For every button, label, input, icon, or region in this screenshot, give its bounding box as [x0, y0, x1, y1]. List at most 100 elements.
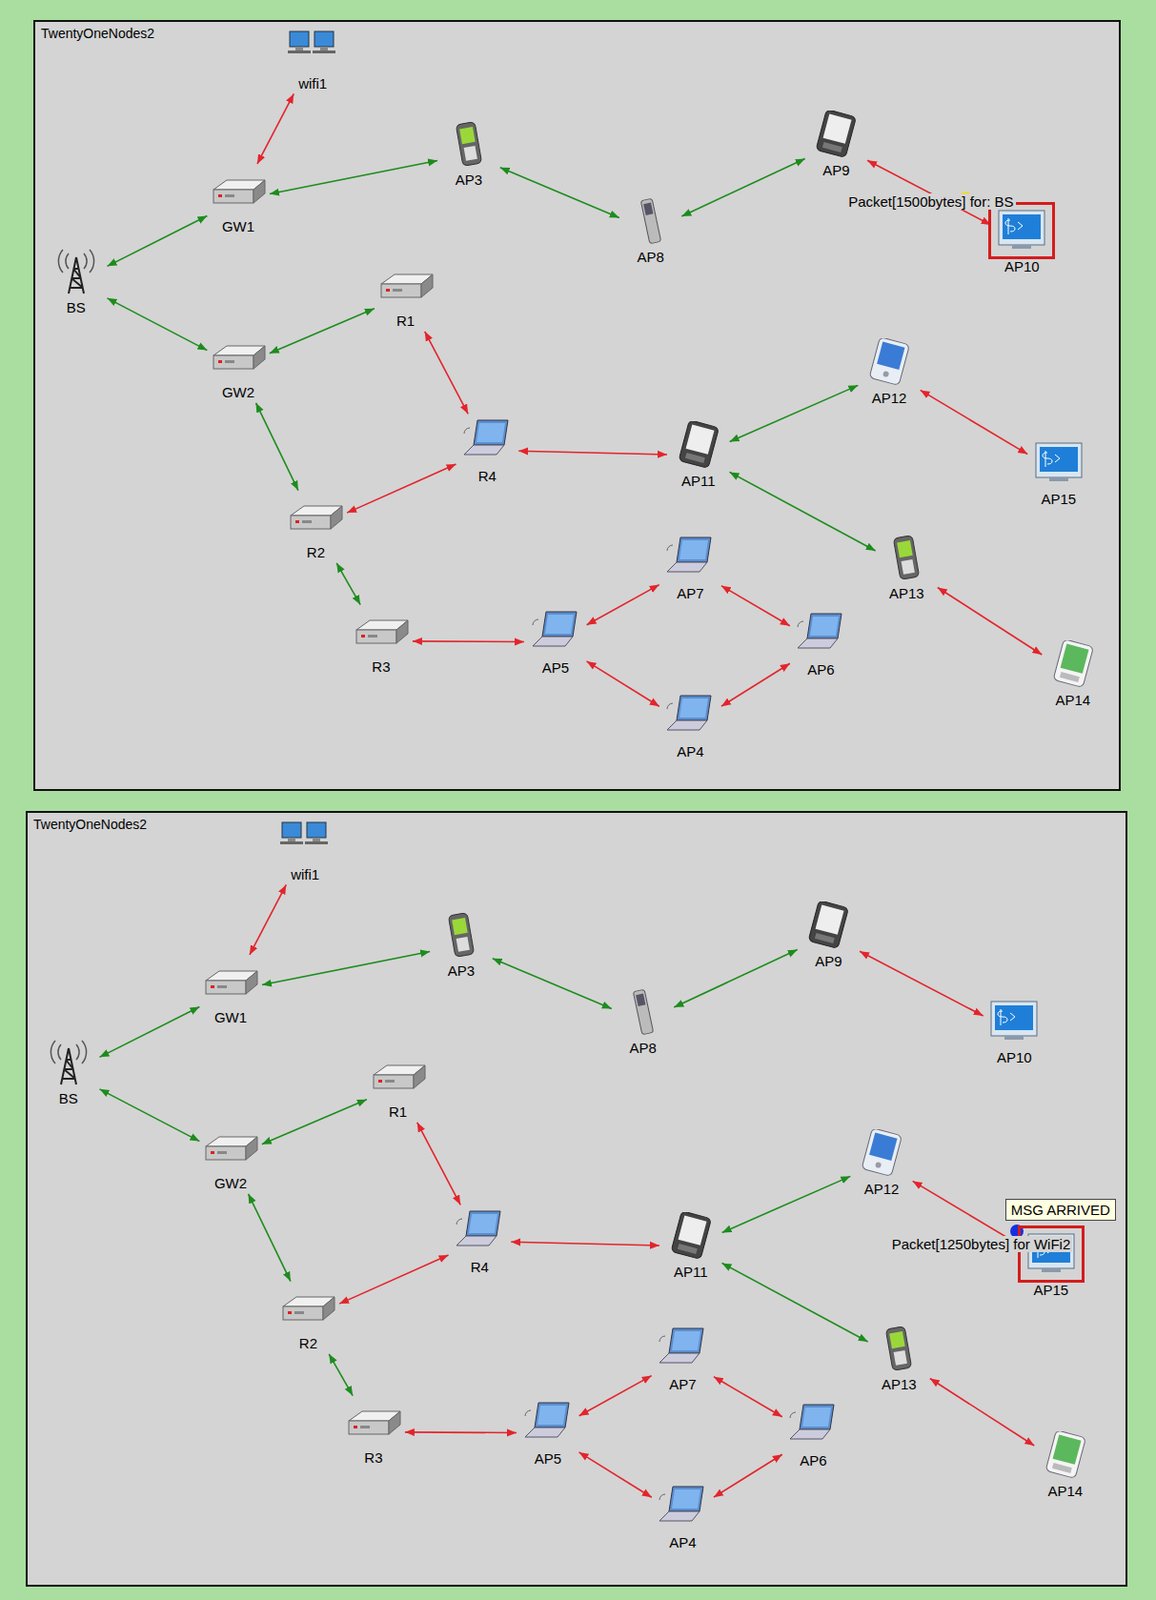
- network-node: R2: [286, 492, 345, 561]
- icon-shape: [1053, 640, 1094, 688]
- router-icon: [209, 332, 267, 381]
- term-icon: [985, 997, 1043, 1046]
- pda2-icon: [852, 1129, 911, 1177]
- term-icon: [1030, 439, 1088, 487]
- network-node: AP14: [1044, 640, 1102, 709]
- laptop-icon: [527, 608, 585, 656]
- node-label: R4: [478, 467, 497, 485]
- node-label: AP8: [628, 1039, 656, 1056]
- icon-shape: [901, 559, 915, 575]
- simulation-panel: TwentyOneNodes2wifi1GW1AP3AP8AP9AP10BSGW…: [25, 811, 1128, 1587]
- icon-shape: [676, 537, 711, 563]
- icon-shape: [464, 427, 470, 434]
- icon-shape: [323, 1297, 335, 1320]
- icon-shape: [816, 110, 857, 158]
- laptop-icon: [653, 1324, 711, 1373]
- node-label: wifi1: [290, 866, 320, 883]
- icon-shape: [217, 985, 227, 989]
- icon-shape: [312, 50, 336, 54]
- connector-layer: [27, 812, 1126, 1585]
- icon-shape: [280, 841, 304, 845]
- icon-shape: [205, 1146, 246, 1160]
- pda3-icon: [1036, 1431, 1095, 1480]
- laptop-icon: [791, 609, 850, 658]
- icon-shape: [671, 1331, 701, 1351]
- pda2-icon: [852, 1129, 911, 1177]
- node-label: AP7: [676, 585, 704, 602]
- network-node: AP10: [985, 997, 1043, 1066]
- pcs-icon: [276, 814, 334, 863]
- link-arrow: [730, 385, 859, 442]
- pda2-icon: [860, 338, 918, 386]
- icon-shape: [287, 837, 296, 842]
- network-node: AP9: [799, 901, 857, 970]
- node-label: AP7: [669, 1376, 696, 1393]
- icon-shape: [447, 912, 474, 958]
- laptop-icon: [458, 416, 516, 465]
- icon-shape: [882, 369, 890, 377]
- icon-shape: [667, 703, 673, 710]
- icon-shape: [1049, 477, 1069, 482]
- node-label: AP4: [676, 743, 704, 760]
- icon-shape: [314, 31, 334, 47]
- link-arrow: [257, 93, 294, 164]
- icon-shape: [330, 506, 343, 529]
- node-label: R2: [306, 544, 325, 561]
- icon-shape: [667, 545, 673, 551]
- link-arrow: [920, 389, 1029, 454]
- icon-shape: [294, 1311, 305, 1315]
- icon-shape: [991, 1001, 1037, 1036]
- packet-label: Packet[1500bytes] for: BS: [846, 193, 1015, 210]
- link-arrow: [722, 1262, 869, 1342]
- network-node: AP5: [519, 1399, 577, 1467]
- network-node: R1: [377, 261, 435, 329]
- network-node: AP6: [791, 609, 850, 678]
- icon-shape: [385, 288, 390, 292]
- network-node: R3: [352, 607, 410, 675]
- icon-shape: [459, 127, 476, 145]
- router-icon: [209, 332, 267, 381]
- link-arrow: [500, 167, 620, 219]
- network-node: GW1: [202, 957, 260, 1026]
- icon-shape: [874, 1160, 882, 1168]
- icon-shape: [455, 121, 482, 167]
- network-node: R4: [458, 416, 516, 485]
- icon-shape: [58, 249, 94, 273]
- icon-shape: [790, 1412, 796, 1419]
- icon-shape: [320, 46, 328, 51]
- icon-shape: [869, 338, 910, 386]
- icon-shape: [224, 360, 235, 364]
- icon-shape: [632, 989, 653, 1035]
- laptop-icon: [653, 1482, 711, 1531]
- phone-icon: [432, 911, 490, 959]
- node-label: AP9: [822, 162, 850, 179]
- network-node: AP11: [662, 1212, 720, 1280]
- icon-shape: [802, 1407, 832, 1427]
- link-arrow: [721, 586, 791, 627]
- network-node: R1: [369, 1052, 427, 1120]
- tower-icon: [47, 247, 105, 296]
- term-icon: [985, 997, 1043, 1046]
- laptop-icon: [661, 691, 719, 740]
- icon-shape: [373, 1074, 414, 1089]
- icon-shape: [1004, 1035, 1024, 1040]
- phone-icon: [440, 120, 498, 168]
- icon-shape: [60, 1048, 77, 1085]
- icon-shape: [671, 1489, 701, 1509]
- link-arrow: [510, 1241, 660, 1246]
- network-node: AP6: [784, 1400, 842, 1469]
- icon-shape: [396, 620, 408, 644]
- pcs-icon: [283, 23, 342, 72]
- node-label: AP6: [807, 661, 834, 678]
- icon-shape: [822, 141, 843, 153]
- link-arrow: [579, 1376, 652, 1417]
- icon-shape: [421, 274, 433, 298]
- network-node: AP9: [807, 110, 865, 179]
- icon-shape: [685, 425, 714, 455]
- icon-shape: [632, 989, 653, 1035]
- icon-shape: [476, 423, 506, 443]
- icon-shape: [790, 1429, 831, 1440]
- pda-icon: [669, 421, 728, 469]
- node-label: R4: [470, 1258, 489, 1276]
